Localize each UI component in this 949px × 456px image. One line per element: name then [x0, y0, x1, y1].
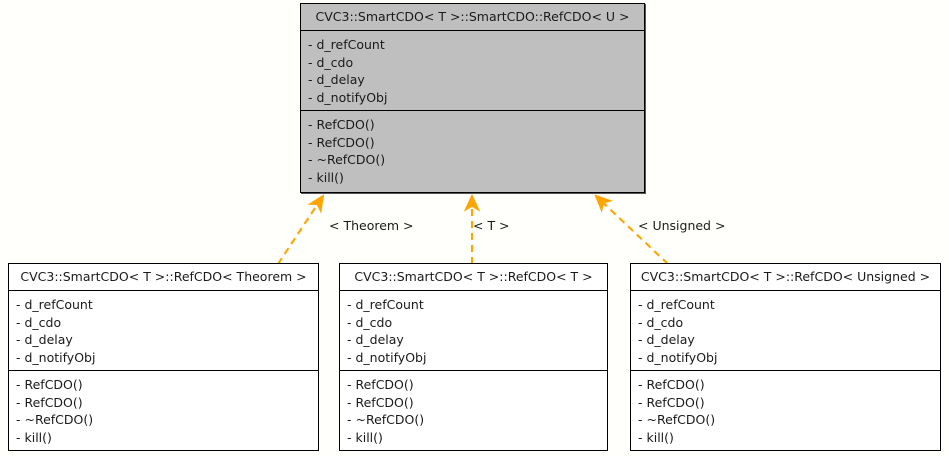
member-row: - d_delay [16, 332, 73, 347]
class-box-t[interactable]: CVC3::SmartCDO< T >::RefCDO< T > - d_ref… [339, 263, 608, 451]
class-methods-theorem: - RefCDO() - RefCDO() - ~RefCDO() - kill… [9, 371, 318, 452]
class-title-unsigned: CVC3::SmartCDO< T >::RefCDO< Unsigned > [631, 264, 940, 291]
method-row: - RefCDO() [308, 117, 375, 132]
method-row: - RefCDO() [638, 394, 705, 410]
member-row: - d_cdo [308, 54, 354, 70]
method-row: - RefCDO() [638, 377, 705, 392]
member-row: - d_refCount [16, 297, 93, 312]
member-row: - d_notifyObj [308, 89, 388, 105]
method-row: - ~RefCDO() [16, 412, 94, 427]
member-row: - d_refCount [638, 297, 715, 312]
class-methods-t: - RefCDO() - RefCDO() - ~RefCDO() - kill… [340, 371, 607, 452]
member-row: - d_notifyObj [347, 349, 427, 365]
method-row: - ~RefCDO() [347, 412, 425, 427]
method-row: - RefCDO() [347, 394, 414, 410]
member-row: - d_notifyObj [638, 349, 718, 365]
class-title-root: CVC3::SmartCDO< T >::SmartCDO::RefCDO< U… [301, 4, 644, 31]
member-row: - d_cdo [347, 314, 393, 330]
edge-theorem [277, 194, 325, 265]
class-members-theorem: - d_refCount - d_cdo - d_delay - d_notif… [9, 291, 318, 371]
member-row: - d_notifyObj [16, 349, 96, 365]
member-row: - d_cdo [638, 314, 684, 330]
class-title-t: CVC3::SmartCDO< T >::RefCDO< T > [340, 264, 607, 291]
method-row: - kill() [308, 169, 344, 185]
method-row: - ~RefCDO() [638, 412, 716, 427]
class-box-theorem[interactable]: CVC3::SmartCDO< T >::RefCDO< Theorem > -… [8, 263, 319, 451]
member-row: - d_cdo [16, 314, 62, 330]
class-box-root[interactable]: CVC3::SmartCDO< T >::SmartCDO::RefCDO< U… [300, 3, 645, 193]
class-title-theorem: CVC3::SmartCDO< T >::RefCDO< Theorem > [9, 264, 318, 291]
edge-label-t: < T > [473, 218, 510, 233]
member-row: - d_delay [638, 332, 695, 347]
class-members-root: - d_refCount - d_cdo - d_delay - d_notif… [301, 31, 644, 111]
class-methods-root: - RefCDO() - RefCDO() - ~RefCDO() - kill… [301, 111, 644, 192]
method-row: - RefCDO() [16, 394, 83, 410]
class-box-unsigned[interactable]: CVC3::SmartCDO< T >::RefCDO< Unsigned > … [630, 263, 941, 451]
class-members-unsigned: - d_refCount - d_cdo - d_delay - d_notif… [631, 291, 940, 371]
method-row: - RefCDO() [347, 377, 414, 392]
edge-label-theorem: < Theorem > [329, 218, 414, 233]
method-row: - ~RefCDO() [308, 152, 386, 167]
method-row: - kill() [16, 429, 52, 445]
member-row: - d_delay [308, 72, 365, 87]
edge-label-unsigned: < Unsigned > [638, 218, 726, 233]
member-row: - d_refCount [308, 37, 385, 52]
method-row: - kill() [638, 429, 674, 445]
member-row: - d_refCount [347, 297, 424, 312]
method-row: - kill() [347, 429, 383, 445]
member-row: - d_delay [347, 332, 404, 347]
class-methods-unsigned: - RefCDO() - RefCDO() - ~RefCDO() - kill… [631, 371, 940, 452]
method-row: - RefCDO() [16, 377, 83, 392]
class-members-t: - d_refCount - d_cdo - d_delay - d_notif… [340, 291, 607, 371]
method-row: - RefCDO() [308, 134, 375, 150]
